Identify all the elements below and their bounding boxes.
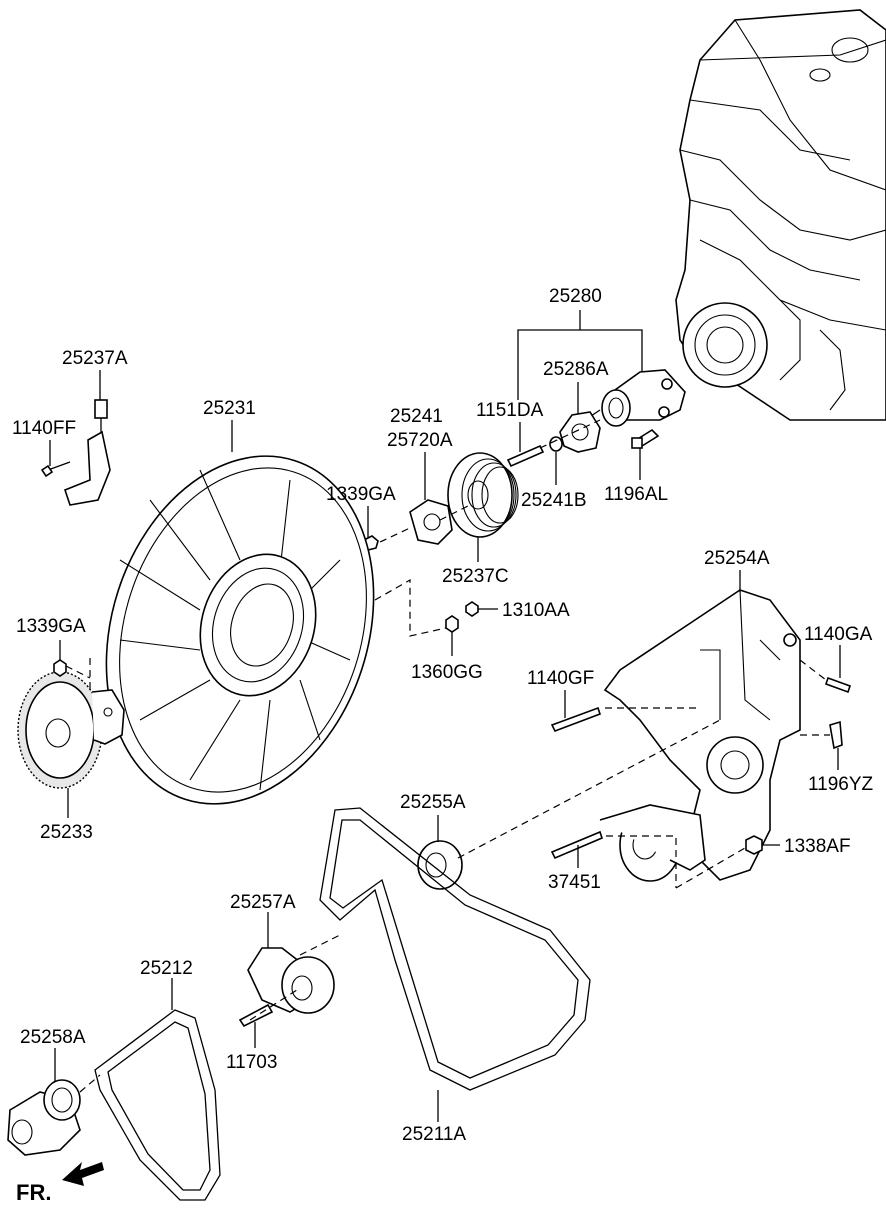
label-25211A: 25211A — [402, 1124, 466, 1145]
label-25258A: 25258A — [20, 1027, 86, 1048]
nut-1310AA — [465, 601, 479, 617]
fan-hub-25720A — [409, 499, 453, 545]
bolt-1140GA — [824, 676, 852, 694]
tensioner-25258A — [7, 1079, 81, 1156]
pump-bolt-1196AL — [631, 428, 660, 449]
belt-tensioner — [238, 947, 335, 1028]
label-1140FF: 1140FF — [12, 418, 76, 439]
label-25254A: 25254A — [704, 548, 770, 569]
label-25241B: 25241B — [521, 490, 587, 511]
label-25233: 25233 — [40, 822, 93, 843]
label-1360GG: 1360GG — [411, 662, 483, 683]
alternator-bracket — [603, 589, 801, 881]
label-1339GA-left: 1339GA — [16, 616, 86, 637]
label-25255A: 25255A — [400, 792, 466, 813]
label-25720A: 25720A — [387, 430, 453, 451]
label-1140GF: 1140GF — [527, 668, 594, 689]
label-1338AF: 1338AF — [784, 836, 851, 857]
fan-pulley — [447, 452, 519, 538]
pump-nut-25241B — [549, 436, 563, 452]
part-labels: 25280 25237A 25286A 1140FF 25231 25241 1… — [12, 286, 874, 1205]
alignment-lines — [65, 419, 830, 1093]
label-25280: 25280 — [549, 286, 602, 307]
front-label: FR. — [16, 1180, 51, 1205]
label-1140GA: 1140GA — [804, 624, 873, 645]
label-11703: 11703 — [226, 1052, 277, 1073]
water-pump-housing — [584, 369, 686, 427]
idler-pulley-bracket — [599, 804, 706, 882]
label-25231: 25231 — [203, 398, 256, 419]
label-1151DA: 1151DA — [476, 400, 544, 421]
label-1196YZ: 1196YZ — [808, 774, 874, 795]
label-25286A: 25286A — [543, 359, 609, 380]
bolt-1196YZ — [829, 720, 843, 750]
nut-1360GG — [445, 615, 459, 633]
label-25212: 25212 — [140, 958, 193, 979]
pump-bolt-1151DA — [506, 444, 545, 468]
idler-pulley-25255A — [417, 840, 463, 890]
front-arrow-icon — [62, 1162, 104, 1186]
label-25257A: 25257A — [230, 892, 296, 913]
engine-block — [675, 9, 886, 421]
drive-belt-25212 — [94, 1009, 221, 1201]
label-37451: 37451 — [548, 872, 601, 893]
sensor-bracket — [40, 399, 111, 506]
label-25241: 25241 — [390, 406, 443, 427]
label-1339GA-top: 1339GA — [326, 484, 396, 505]
label-25237A: 25237A — [62, 348, 128, 369]
leader-lines — [49, 310, 841, 1122]
drive-belt-25211A — [319, 807, 591, 1091]
cooling-fan — [105, 455, 375, 805]
fan-clutch — [17, 659, 125, 789]
label-1310AA: 1310AA — [502, 600, 570, 621]
pump-pulley-hub — [559, 411, 601, 453]
bolt-37451 — [550, 830, 603, 860]
nut-1338AF — [745, 835, 763, 855]
bolt-1140GF — [550, 706, 602, 733]
label-25237C: 25237C — [442, 566, 509, 587]
label-1196AL: 1196AL — [604, 484, 668, 505]
